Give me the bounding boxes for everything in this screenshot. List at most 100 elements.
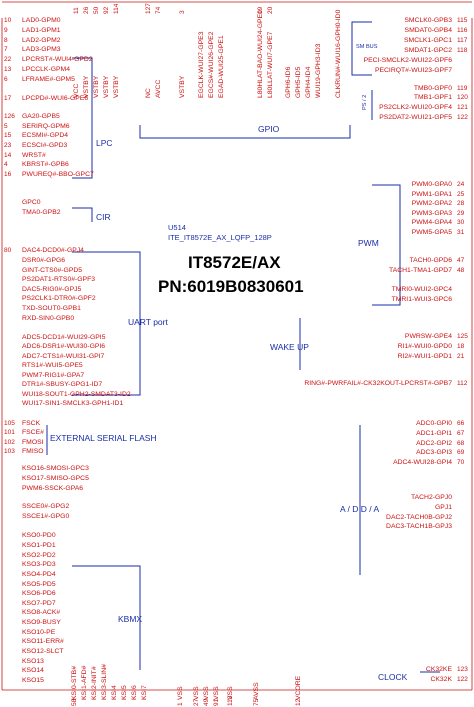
top-pin-label: L80LLAT-WUI7-GPE7 xyxy=(267,31,274,98)
left-pin-label: GA20-GPB5 xyxy=(22,113,60,120)
left-pin-number: 7 xyxy=(4,46,8,53)
left-pin-label: LAD3-GPM3 xyxy=(22,46,61,53)
right-pin-label: TMB1-GPF1 xyxy=(414,94,452,101)
bottom-pin-label: KSI5 xyxy=(121,685,128,700)
right-pin-number: 25 xyxy=(457,191,465,198)
right-pin-label: RING#-PWRFAIL#-CK32KOUT-LPCRST#-GPB7 xyxy=(304,380,452,387)
right-pin-label: PS2DAT2-WUI21-GPF5 xyxy=(379,114,452,121)
left-pin-label: KSO4-PD4 xyxy=(22,571,56,578)
bottom-pin-label: AVSS xyxy=(253,682,260,700)
left-pin-label: DSR0#-GPG6 xyxy=(22,257,65,264)
top-pin-label: VSTBY xyxy=(93,75,100,98)
top-pin-label: GPH6-ID6 xyxy=(285,66,292,98)
bottom-pin-label: VSS xyxy=(177,686,184,700)
left-pin-label: ECSCI#-GPD3 xyxy=(22,142,68,149)
right-pin-label: DAC2-TACH0B-GPJ2 xyxy=(386,514,452,521)
top-pin-labels: VCC11VSTBY26VSTBY50VSTBY92VSTBY114NC127A… xyxy=(73,3,342,98)
top-pin-label: VSTBY xyxy=(83,75,90,98)
left-pin-label: KSO2-PD2 xyxy=(22,552,56,559)
left-pin-label: KBRST#-GPB6 xyxy=(22,161,69,168)
bottom-pin-number: 58 xyxy=(71,698,78,706)
left-pin-label: WUI18-SOUT1-GPH2-SMDAT3-ID2 xyxy=(22,391,131,398)
top-pin-label: GPH5-ID5 xyxy=(295,66,302,98)
right-pin-label: TACH1-TMA1-GPD7 xyxy=(389,267,452,274)
right-pin-number: 117 xyxy=(457,37,468,44)
bottom-pin-number: 12 xyxy=(295,698,302,706)
right-pin-number: 31 xyxy=(457,229,465,236)
top-pin-label: VSTBY xyxy=(113,75,120,98)
top-pin-number: 114 xyxy=(113,3,120,14)
smbus-bracket xyxy=(351,21,372,76)
right-pin-label: PWM3-GPA3 xyxy=(412,210,453,217)
left-pin-number: 17 xyxy=(4,95,12,102)
left-pin-number: 10 xyxy=(4,17,12,24)
left-pin-label: PWM6-SSCK-GPA6 xyxy=(22,485,83,492)
left-pin-label: FMOSI xyxy=(22,439,44,446)
right-pin-number: 28 xyxy=(457,200,465,207)
left-pin-number: 23 xyxy=(4,142,12,149)
left-pin-label: PS2DAT1-RTS0#-GPF3 xyxy=(22,276,95,283)
top-pin-number: 127 xyxy=(145,3,152,14)
right-pin-label: ADC2-GPI2 xyxy=(416,440,452,447)
group-gpio-label: GPIO xyxy=(258,124,280,134)
left-pin-label: KSO7-PD7 xyxy=(22,600,56,607)
right-pin-label: SMDAT0-GPB4 xyxy=(405,27,453,34)
left-pin-label: FMISO xyxy=(22,448,44,455)
right-pin-number: 67 xyxy=(457,430,465,437)
left-pin-label: DAC4-DCD0#-GPJ4 xyxy=(22,247,84,254)
bottom-pin-label: KSI4 xyxy=(111,685,118,700)
left-pin-label: TXD-SOUT0-GPB1 xyxy=(22,305,81,312)
top-pin-label: EGCS#-WUI26-GPE2 xyxy=(208,31,215,98)
left-pin-label: RXD-SIN0-GPB0 xyxy=(22,315,74,322)
left-pin-label: KSO5-PD5 xyxy=(22,581,56,588)
left-pin-label: KSO15 xyxy=(22,677,44,684)
pin-stubs xyxy=(1,1,473,691)
left-pin-label: RTS1#-WUI5-GPE5 xyxy=(22,362,83,369)
gpio-bracket xyxy=(139,125,351,139)
left-pin-number: 13 xyxy=(4,66,12,73)
right-pin-number: 24 xyxy=(457,181,465,188)
group-smbus-label: SM BUS xyxy=(356,44,378,50)
top-pin-number: 92 xyxy=(103,6,110,14)
left-pin-label: KSO13 xyxy=(22,658,44,665)
right-pin-label: PWM1-GPA1 xyxy=(412,191,453,198)
left-pin-label: SSCE1#-GPG0 xyxy=(22,513,69,520)
bottom-pin-number: 75 xyxy=(253,698,260,706)
top-pin-label: VCC xyxy=(73,84,80,98)
wires xyxy=(46,21,440,673)
top-pin-label: WUI19-GPH3-ID3 xyxy=(315,43,322,98)
right-pin-number: 29 xyxy=(457,210,465,217)
left-pin-label: KSO1-PD1 xyxy=(22,542,56,549)
right-pin-number: 118 xyxy=(457,47,468,54)
right-pin-label: TMB0-GPF0 xyxy=(414,85,452,92)
left-pin-number: 101 xyxy=(4,429,15,436)
right-pin-label: CK32K xyxy=(430,676,452,683)
group-ext-flash-label: EXTERNAL SERIAL FLASH xyxy=(50,433,157,443)
left-pin-label: KSO6-PD6 xyxy=(22,590,56,597)
top-pin-number: 50 xyxy=(93,6,100,14)
right-pin-label: PECI-SMCLK2-WUI22-GPF6 xyxy=(364,57,453,64)
left-pin-number: 8 xyxy=(4,37,8,44)
bottom-pin-number: 49 xyxy=(203,698,210,706)
bottom-pin-number: 113 xyxy=(227,695,234,706)
left-pin-label: KSO3-PD3 xyxy=(22,561,56,568)
right-pin-label: ADC1-GPI1 xyxy=(416,430,452,437)
group-clock-label: CLOCK xyxy=(378,672,408,682)
left-pin-number: 9 xyxy=(4,27,8,34)
right-pin-label: PS2CLK2-WUI20-GPF4 xyxy=(379,104,452,111)
top-pin-label: EGCLK-WUI27-GPE3 xyxy=(198,31,205,98)
top-pin-label: VSTBY xyxy=(103,75,110,98)
part-name: IT8572E/AX xyxy=(188,253,281,272)
left-pin-label: LPCCLK-GPM4 xyxy=(22,66,70,73)
left-pin-label: DAC5-RIG0#-GPJ5 xyxy=(22,286,82,293)
bottom-pin-label: VSS xyxy=(193,686,200,700)
bottom-pin-label: KSI1-AFD# xyxy=(81,665,88,700)
group-ps2-label: PS / 2 xyxy=(362,95,368,110)
right-pin-number: 68 xyxy=(457,440,465,447)
bottom-pin-number: 27 xyxy=(193,698,200,706)
left-pin-label: PS2CLK1-DTR0#-GPF2 xyxy=(22,295,96,302)
right-pin-label: PWM5-GPA5 xyxy=(412,229,453,236)
left-pin-label: LFRAME#-GPM5 xyxy=(22,76,75,83)
